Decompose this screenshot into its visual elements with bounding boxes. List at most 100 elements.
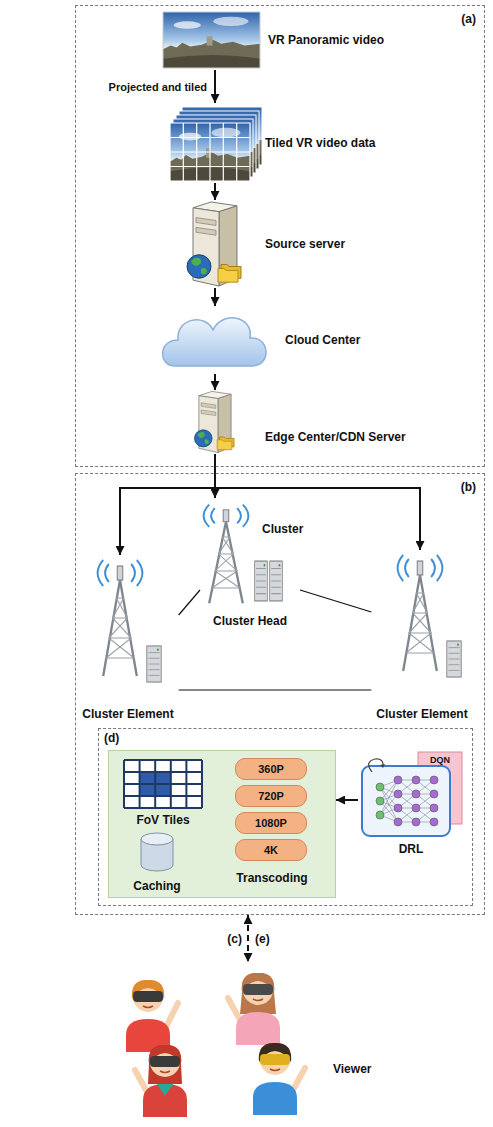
dqn-network-icon [380, 780, 434, 822]
fov-grid-icon [124, 760, 202, 808]
server-icon [187, 202, 241, 286]
server-node: Source server [165, 200, 465, 288]
dqn-network-icon [430, 818, 438, 826]
connector-arrow [214, 288, 216, 306]
viewers-illustration [135, 1045, 187, 1117]
cluster-element-icon [98, 560, 162, 682]
dqn-network-icon [430, 804, 438, 812]
connector-arrow [247, 915, 249, 962]
dqn-network-icon [430, 790, 438, 798]
server-node: Edge Center/CDN Server [165, 390, 465, 454]
resolution-pill: 720P [235, 785, 307, 807]
cluster-head-icon [204, 505, 249, 604]
cluster-head-icon [270, 561, 283, 601]
cluster-element-icon [98, 560, 143, 676]
node-label: Edge Center/CDN Server [265, 430, 406, 444]
node-label: 720P [258, 789, 284, 803]
video-node: Tiled VR video data [165, 103, 465, 183]
fov-grid-icon [155, 784, 171, 796]
node-label: DRL [399, 842, 424, 856]
video-node: VR Panoramic video [160, 10, 460, 70]
node-label: Viewer [333, 1062, 371, 1076]
dqn-network-icon [380, 764, 385, 768]
cluster-element-icon [398, 555, 462, 677]
node-label: (d) [104, 731, 119, 745]
node-label: 360P [258, 762, 284, 776]
viewers-illustration [143, 1084, 187, 1117]
viewers-illustration [243, 984, 273, 995]
step-label: (e) [255, 932, 270, 946]
drl-node: DRL [358, 752, 464, 862]
tiled-video-image [170, 123, 250, 181]
viewers-illustration [228, 998, 240, 1020]
connector-arrow [179, 689, 372, 690]
viewers-illustration [270, 1069, 280, 1071]
cluster-element-icon [447, 641, 461, 677]
viewers-illustration [236, 1012, 280, 1045]
cloud-icon [163, 318, 266, 366]
viewers-illustration [228, 973, 280, 1045]
tiled-video-image [170, 107, 262, 181]
node-label: 1080P [255, 816, 287, 830]
viewers-illustration [260, 1054, 290, 1065]
network-label: DQN [430, 753, 450, 767]
region-box: (a) VR Panoramic videoTiled VR video data… [75, 5, 485, 467]
cache-cylinder-icon [141, 833, 173, 845]
dqn-network-icon [362, 766, 450, 836]
panorama-image [163, 12, 260, 68]
viewers-illustration [135, 1070, 147, 1092]
dqn-network-icon [376, 797, 384, 805]
viewers-illustration [133, 991, 163, 1002]
edge-label: Projected and tiled [109, 80, 207, 94]
cache-cylinder-icon [139, 831, 175, 873]
viewer-node: Viewer [105, 962, 405, 1117]
tiled-video-image [170, 123, 250, 181]
node-label: Cloud Center [285, 333, 360, 347]
dqn-network-icon [362, 752, 462, 836]
viewers-illustration [253, 999, 263, 1001]
dqn-network-icon [394, 790, 402, 798]
dqn-network-icon [412, 790, 420, 798]
viewers-illustration [166, 1003, 178, 1027]
resolution-pill: 4K [235, 839, 307, 861]
viewers-illustration [240, 973, 276, 1014]
resolution-pill: 1080P [235, 812, 307, 834]
tower-node: Cluster Element [371, 550, 472, 720]
fov-grid-icon [124, 760, 202, 808]
cluster-element-icon [147, 646, 161, 682]
viewers-illustration [150, 1056, 180, 1067]
step-label: (c) [227, 932, 242, 946]
node-label: Source server [265, 237, 345, 251]
fov-grid-icon [140, 784, 156, 796]
dqn-network-icon [394, 776, 438, 826]
tower-node: Cluster Element [77, 555, 178, 725]
function-panel: FoV TilesCachingTranscoding360P720P1080P… [108, 750, 336, 898]
viewers-illustration [126, 980, 178, 1052]
connector-arrow [179, 590, 200, 615]
cluster-head-icon [204, 505, 283, 604]
dqn-network-icon [376, 783, 384, 819]
node-label: VR Panoramic video [268, 33, 384, 47]
viewers-illustration [293, 1068, 305, 1090]
node-label: (b) [461, 480, 476, 494]
cluster-element-icon [398, 555, 443, 671]
node-label: Cluster Head [213, 614, 287, 628]
fov-grid-icon [155, 772, 171, 784]
dqn-network-icon [394, 804, 402, 812]
node-label: Caching [133, 879, 180, 893]
dqn-network-icon [412, 818, 420, 826]
dqn-network-icon [376, 811, 384, 819]
viewers-illustration [253, 1043, 305, 1115]
viewers-illustration [157, 1084, 173, 1096]
node-label: Cluster Element [82, 707, 173, 721]
node-label: Cluster Element [376, 707, 467, 721]
node-label: (a) [461, 12, 476, 26]
connector-arrow [120, 454, 215, 555]
dqn-network-icon [412, 804, 420, 812]
dqn-network-icon [412, 776, 420, 784]
connector-arrow [336, 799, 358, 801]
viewers-illustration [160, 1071, 170, 1073]
